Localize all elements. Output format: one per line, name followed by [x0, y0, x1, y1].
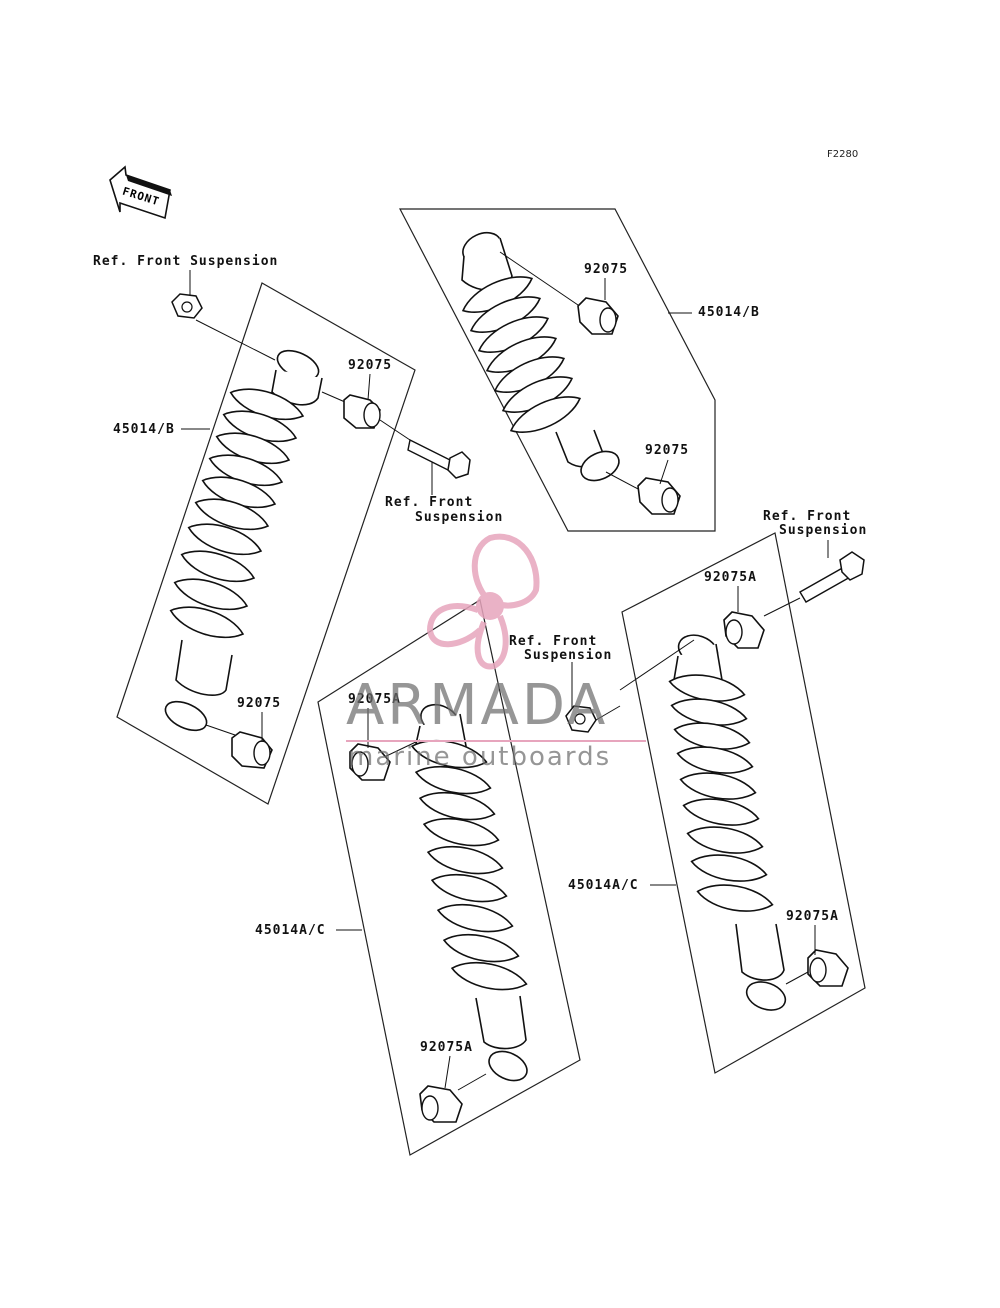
left-shock-frame: [116, 282, 416, 805]
label-92075a-center-bottom: 92075A: [420, 1040, 473, 1055]
label-92075-upper-top: 92075: [584, 262, 629, 277]
right-shock-frame: [621, 532, 866, 1074]
upper-shock-absorber: [457, 231, 641, 491]
label-ref-front-center-1: Ref. Front: [509, 634, 598, 649]
label-ref-front-right-1: Ref. Front: [763, 509, 852, 524]
center-shock-frame: [317, 599, 581, 1156]
upper-bottom-collar-icon: [637, 477, 681, 515]
left-top-nut-icon: [171, 293, 203, 319]
right-nut-icon: [565, 705, 621, 733]
label-45014b-left: 45014/B: [113, 422, 175, 437]
figure-code: F2280: [827, 149, 859, 160]
left-shock-absorber: [164, 319, 411, 736]
label-45014b-upper: 45014/B: [698, 305, 760, 320]
armada-logo-icon: [426, 533, 540, 670]
label-92075-left-top: 92075: [348, 358, 393, 373]
watermark-tagline: marine outboards: [348, 742, 612, 772]
watermark-name: ARMADA: [346, 673, 609, 738]
center-shock-absorber: [377, 703, 530, 1091]
label-92075-upper-bottom: 92075: [645, 443, 690, 458]
left-bolt-icon: [407, 438, 471, 479]
right-bolt-icon: [763, 551, 865, 617]
right-top-collar-icon: [723, 611, 765, 649]
label-ref-front-center-2: Suspension: [524, 648, 613, 663]
label-92075a-right-top: 92075A: [704, 570, 757, 585]
center-bottom-collar-icon: [419, 1085, 463, 1123]
label-ref-front-suspension-top: Ref. Front Suspension: [93, 254, 279, 269]
right-shock-absorber: [619, 634, 809, 1011]
upper-shock-frame: [399, 208, 716, 532]
label-ref-front-right-2: Suspension: [779, 523, 868, 538]
label-45014ac-center: 45014A/C: [255, 923, 326, 938]
label-92075a-center-top: 92075A: [348, 692, 401, 707]
right-bottom-collar-icon: [807, 949, 849, 987]
label-ref-front-left-2: Suspension: [415, 510, 504, 525]
watermark-divider: [346, 740, 646, 742]
label-45014ac-right: 45014A/C: [568, 878, 639, 893]
left-bottom-collar-icon: [231, 731, 273, 769]
label-ref-front-left-1: Ref. Front: [385, 495, 474, 510]
label-92075-left-bottom: 92075: [237, 696, 282, 711]
center-top-collar-icon: [349, 743, 391, 781]
upper-top-collar-icon: [577, 297, 619, 335]
label-92075a-right-bottom: 92075A: [786, 909, 839, 924]
front-arrow-icon: [109, 165, 172, 220]
left-top-collar-icon: [343, 394, 381, 429]
